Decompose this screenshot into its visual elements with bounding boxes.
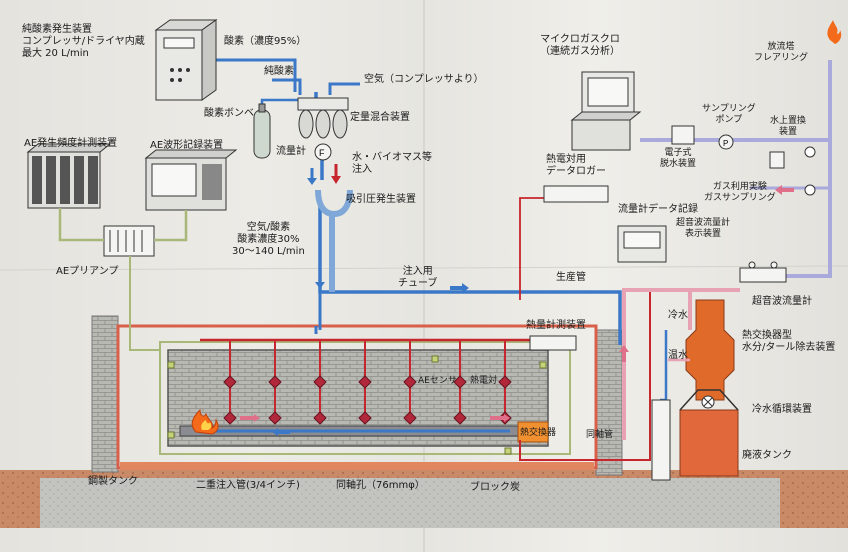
gas-flow-arrowhead bbox=[504, 414, 510, 422]
crease-line bbox=[0, 265, 848, 271]
valve-icon bbox=[804, 146, 816, 158]
thermocouple-diamonds bbox=[223, 375, 512, 425]
microgas-label: マイクロガスクロ（連続ガス分析） bbox=[540, 34, 620, 57]
cylinder-line bbox=[260, 98, 300, 110]
block-coal-label: ブロック炭 bbox=[470, 482, 520, 493]
cylinder-valve-icon bbox=[258, 103, 266, 113]
ae-waveform-label: AE波形記録装置 bbox=[150, 140, 224, 151]
flare-flame-icon bbox=[827, 20, 842, 44]
thermocouple-label: 熱電対 bbox=[470, 376, 498, 386]
water-seal-icon bbox=[769, 151, 785, 169]
tower-stand bbox=[679, 389, 739, 411]
flow-logger-label: 流量計データ記録 bbox=[618, 204, 698, 215]
ultrasonic-sensor bbox=[748, 261, 756, 269]
air-oxygen-label: 空気/酸素酸素濃度30%30～140 L/min bbox=[232, 222, 305, 257]
ae-sensor-label: AEセンサ bbox=[418, 376, 457, 386]
pure-oxygen-line bbox=[272, 78, 302, 95]
waste-tank-label: 廃液タンク bbox=[742, 450, 792, 461]
gas-sampling-label: ガス利用実験ガスサンプリング bbox=[704, 182, 776, 203]
right-arrowhead bbox=[462, 283, 469, 293]
injection-tube-label: 注入用チューブ bbox=[398, 266, 438, 289]
chiller-label: 冷水循環装置 bbox=[752, 404, 812, 415]
flow-recorder-screen bbox=[623, 231, 661, 249]
left-wall bbox=[91, 315, 119, 473]
air-compressor-label: 空気（コンプレッサより） bbox=[364, 74, 484, 85]
data-logger-icon bbox=[543, 185, 609, 203]
ae-preamp-icon bbox=[103, 225, 155, 257]
up-arrowhead bbox=[619, 345, 629, 352]
production-pipe-label: 生産管 bbox=[556, 272, 586, 283]
injection-arrowhead bbox=[331, 176, 341, 184]
drain-valve-cross bbox=[703, 397, 713, 407]
ae-preamp-label: AEプリアンプ bbox=[56, 266, 119, 277]
valve-icon bbox=[804, 184, 816, 196]
double-pipe-label: 二重注入管(3/4インチ) bbox=[196, 480, 300, 491]
right-wall bbox=[595, 329, 623, 476]
heat-exchanger-label: 熱交換器型水分/タール除去装置 bbox=[742, 330, 836, 353]
steel-tank-base bbox=[120, 462, 594, 470]
oxygen-generator-label: 純酸素発生装置コンプレッサ/ドライヤ内蔵最大 20 L/min bbox=[22, 24, 145, 59]
oxygen-concentration-label: 酸素（濃度95%） bbox=[224, 36, 307, 47]
ae-preamp-slots bbox=[109, 230, 143, 252]
air-supply-line bbox=[328, 82, 360, 95]
suction-device-label: 吸引圧発生装置 bbox=[346, 194, 416, 205]
sampling-pump-icon bbox=[718, 134, 734, 150]
down-arrowhead bbox=[315, 282, 325, 289]
coaxial-hole-label: 同軸孔（76mmφ） bbox=[336, 480, 425, 491]
mixer-label: 定量混合装置 bbox=[350, 112, 410, 123]
ground-layer bbox=[40, 478, 780, 528]
flare-stack-label: 放流塔フレアリング bbox=[754, 42, 809, 63]
pure-oxygen-label: 純酸素 bbox=[264, 66, 294, 77]
waste-tank bbox=[679, 409, 739, 477]
heat-exchanger-box bbox=[517, 421, 549, 443]
flowmeter-glyph: F bbox=[319, 148, 325, 158]
sampling-pump-label: サンプリングポンプ bbox=[702, 104, 756, 125]
heat-measure-label: 熱量計測装置 bbox=[526, 320, 586, 331]
cold-water-line bbox=[660, 330, 668, 402]
water-biomass-label: 水・バイオマス等注入 bbox=[352, 152, 432, 175]
ae-sensor-cable bbox=[129, 256, 160, 351]
oxygen-generator-icon bbox=[154, 19, 218, 101]
microgas-computer-icon bbox=[570, 71, 642, 151]
production-pipe bbox=[622, 288, 692, 440]
steel-tank-label: 鋼製タンク bbox=[88, 476, 138, 487]
chiller-unit bbox=[651, 399, 671, 481]
heat-exchanger-tower bbox=[685, 299, 735, 401]
water-seal-label: 水上置換装置 bbox=[770, 116, 807, 137]
oxygen-cylinder-label: 酸素ボンベ bbox=[204, 108, 254, 119]
heat-exchanger-tag-label: 熱交換器 bbox=[520, 428, 557, 438]
ultrasonic-sensor bbox=[770, 261, 778, 269]
ae-frequency-device-icon bbox=[26, 143, 112, 209]
ultrasonic-display-label: 超音波流量計表示装置 bbox=[676, 218, 731, 239]
oxygen-cylinder-icon bbox=[253, 109, 271, 159]
ultrasonic-meter-label: 超音波流量計 bbox=[752, 296, 812, 307]
down-arrowhead bbox=[307, 178, 317, 185]
cold-water-label: 冷水 bbox=[668, 310, 688, 321]
coaxial-pipe-label: 同軸管 bbox=[586, 430, 614, 440]
ae-cable bbox=[58, 208, 188, 242]
data-logger-label: 熱電対用データロガー bbox=[546, 154, 606, 177]
pump-glyph: P bbox=[723, 139, 728, 148]
left-arrowhead bbox=[775, 185, 782, 195]
heat-measure-icon bbox=[529, 335, 577, 351]
ultrasonic-flow-meter bbox=[739, 267, 787, 283]
gas-flow-arrowhead bbox=[254, 414, 260, 422]
warm-water-label: 温水 bbox=[668, 350, 688, 361]
logger-cable bbox=[519, 197, 580, 300]
flowmeter-label: 流量計 bbox=[276, 146, 306, 157]
dehumidifier-icon bbox=[671, 125, 695, 145]
mixer-icon bbox=[297, 97, 349, 139]
flame-core-icon bbox=[201, 420, 212, 430]
air-drop-line bbox=[314, 292, 322, 334]
dehumidifier-label: 電子式脱水装置 bbox=[660, 148, 697, 169]
flowmeter-icon bbox=[314, 143, 332, 161]
ae-frequency-label: AE発生頻度計測装置 bbox=[24, 138, 118, 149]
sampling-line bbox=[640, 138, 832, 278]
ae-waveform-device-icon bbox=[144, 149, 238, 211]
air-flow-arrowhead bbox=[272, 428, 278, 436]
